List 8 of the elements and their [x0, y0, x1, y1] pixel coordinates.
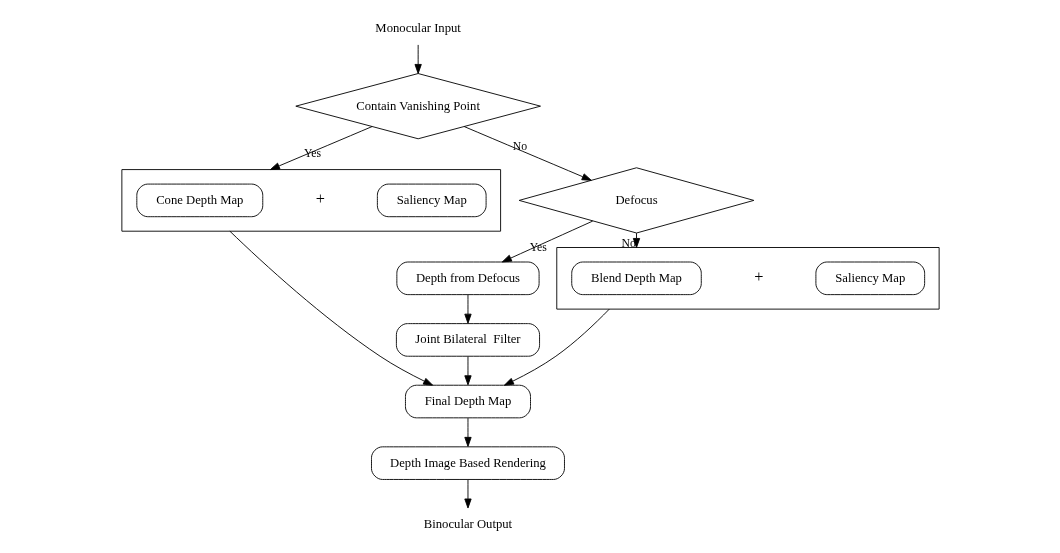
edge-label: Yes	[529, 240, 547, 254]
node-text: Binocular Output	[423, 517, 512, 532]
label: +	[753, 267, 763, 287]
edge-label: No	[621, 237, 636, 251]
edge-label: No	[512, 140, 527, 154]
edge-label: Yes	[303, 147, 321, 161]
node-text: Monocular Input	[374, 20, 461, 35]
label: +	[315, 189, 325, 209]
